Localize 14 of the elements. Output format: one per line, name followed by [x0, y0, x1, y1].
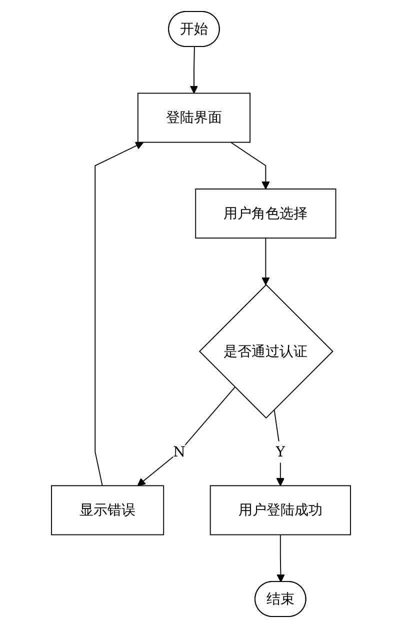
node-box: 登陆界面 [137, 92, 251, 143]
node-box: 用户登陆成功 [210, 485, 351, 536]
edge-label: N [173, 443, 186, 460]
arrow [190, 46, 198, 94]
node-box: 显示错误 [51, 485, 164, 536]
node-diamond: 是否通过认证 [198, 284, 334, 419]
arrow [274, 408, 285, 486]
edge-label: Y [276, 443, 286, 460]
node-box: 用户角色选择 [195, 188, 336, 239]
arrow [137, 386, 236, 486]
arrow [94, 142, 144, 486]
arrow [276, 534, 285, 582]
arrow [262, 238, 270, 286]
arrow [230, 142, 270, 190]
